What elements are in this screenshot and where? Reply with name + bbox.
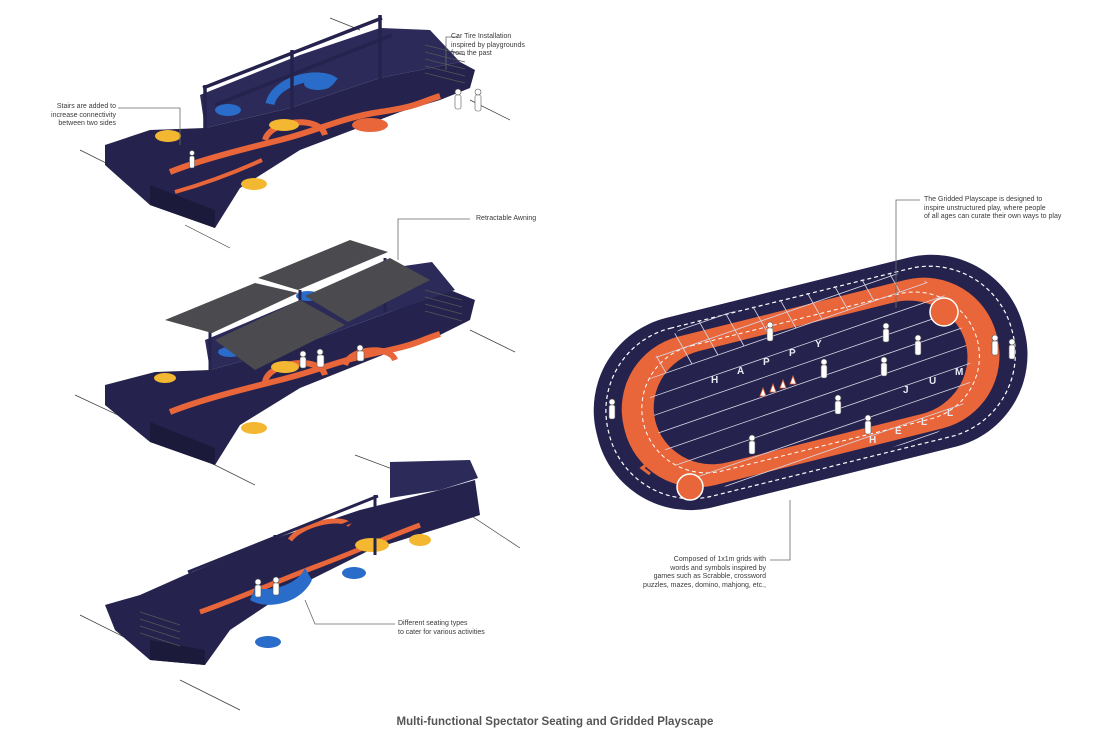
annotation-line: from the past (451, 50, 492, 57)
seating-module-tire (105, 15, 482, 228)
cones (759, 374, 797, 397)
annotation-line: inspire unstructured play, where people (924, 204, 1046, 212)
seating-module-seating (105, 460, 480, 665)
blue-stool (215, 104, 241, 116)
grid-letter: M (955, 367, 963, 378)
annotation-playscape: The Gridded Playscape is designed to ins… (924, 196, 1061, 222)
grid-line (634, 310, 986, 474)
grid-letter: P (763, 357, 770, 368)
annotation-line: The Gridded Playscape is designed to (924, 196, 1043, 203)
grid-letter: H (869, 435, 876, 446)
grid-line (679, 258, 771, 338)
grid-line (634, 258, 950, 266)
yellow-stool (269, 119, 299, 131)
tire-stairs (424, 289, 463, 322)
annotation-line: words and symbols inspired by (670, 564, 766, 572)
grid-letter: L (947, 408, 953, 419)
orange-disk (352, 118, 388, 132)
frame (202, 15, 393, 140)
people (608, 321, 1016, 455)
yellow-stool (241, 178, 267, 190)
grid-line (914, 96, 1004, 256)
grid-letter: U (929, 376, 936, 387)
seating-module-awning (105, 240, 475, 465)
grid-line (940, 87, 1030, 247)
annotation-line: increase connectivity (51, 111, 116, 119)
yellow-stool (271, 361, 299, 373)
grid-line (634, 258, 959, 282)
seating-upper-deck (390, 460, 478, 498)
orange-path (199, 522, 421, 615)
blue-stool (304, 78, 332, 90)
annotation-line: games such as Scrabble, crossword (653, 573, 766, 580)
playscape-court (653, 300, 968, 465)
annotation-line: to cater for various activities (398, 628, 485, 636)
grid-letter: E (895, 426, 902, 437)
leader-lines (118, 36, 920, 625)
blue-stool (255, 636, 281, 648)
annotation-seating: Different seating types to cater for var… (398, 620, 485, 637)
awning-panel (215, 300, 345, 370)
grid-line (472, 249, 562, 409)
blue-stool (342, 567, 366, 579)
yellow-stool (241, 422, 267, 434)
people (254, 576, 280, 598)
grid-letter: J (903, 385, 909, 396)
annotation-line: puzzles, mazes, domino, mahjong, etc., (643, 581, 766, 589)
annotation-line: between two sides (58, 120, 116, 127)
grid-line (472, 87, 940, 249)
annotation-awning: Retractable Awning (476, 215, 536, 224)
awning-panel (258, 240, 388, 290)
annotation-line: Car Tire Installation (451, 33, 512, 40)
people (189, 88, 482, 169)
grid-line (861, 258, 953, 275)
awning-panel (305, 258, 430, 322)
annotation-line: Composed of 1x1m grids with (673, 556, 766, 563)
tire-stairs (424, 44, 466, 84)
yellow-stool (409, 534, 431, 546)
grid-line (524, 231, 614, 391)
annotation-grid: Composed of 1x1m grids with words and sy… (614, 556, 766, 590)
track-chevrons (639, 460, 667, 476)
grid-line (887, 258, 979, 266)
grid-letter: A (737, 366, 744, 377)
annotation-line: of all ages can curate their own ways to… (924, 213, 1062, 220)
grid-letter: Y (815, 339, 822, 350)
annotation-line: Stairs are added to (56, 103, 116, 110)
people (299, 344, 365, 369)
awning-panel (165, 283, 298, 333)
grid-letter: H (711, 375, 718, 386)
grid-letter: P (789, 348, 796, 359)
grid-line (705, 258, 797, 329)
seating-shadow (150, 640, 205, 665)
yellow-stool (155, 130, 181, 142)
annotation-line: Retractable Awning (476, 215, 537, 222)
playscape-inner-dash (641, 291, 980, 474)
annotation-line: inspired by playgrounds (451, 41, 525, 49)
tire-stairs (139, 611, 181, 647)
orange-path-lower (174, 158, 263, 194)
grid-line (498, 240, 588, 400)
seating-shadow (150, 185, 215, 228)
seating-shadow (150, 422, 215, 465)
yellow-stool (154, 373, 176, 383)
grid-letter: L (921, 417, 927, 428)
orange-ring (342, 347, 398, 367)
blue-tire (265, 72, 338, 106)
grid-line (634, 258, 986, 394)
playscape-dash-ring (605, 265, 1016, 500)
figure-caption: Multi-functional Spectator Seating and G… (396, 716, 714, 728)
blue-seat (250, 568, 312, 605)
annotation-car-tire: Car Tire Installation inspired by playgr… (451, 33, 525, 59)
yellow-stool (355, 538, 389, 552)
annotation-stairs: Stairs are added to increase connectivit… (20, 103, 116, 129)
track-badge (676, 473, 704, 501)
seating-base (105, 480, 480, 665)
gridded-playscape: HAPPYJUMPHELLO (472, 87, 1030, 511)
annotation-line: Different seating types (398, 620, 468, 627)
track-badge (929, 297, 959, 327)
